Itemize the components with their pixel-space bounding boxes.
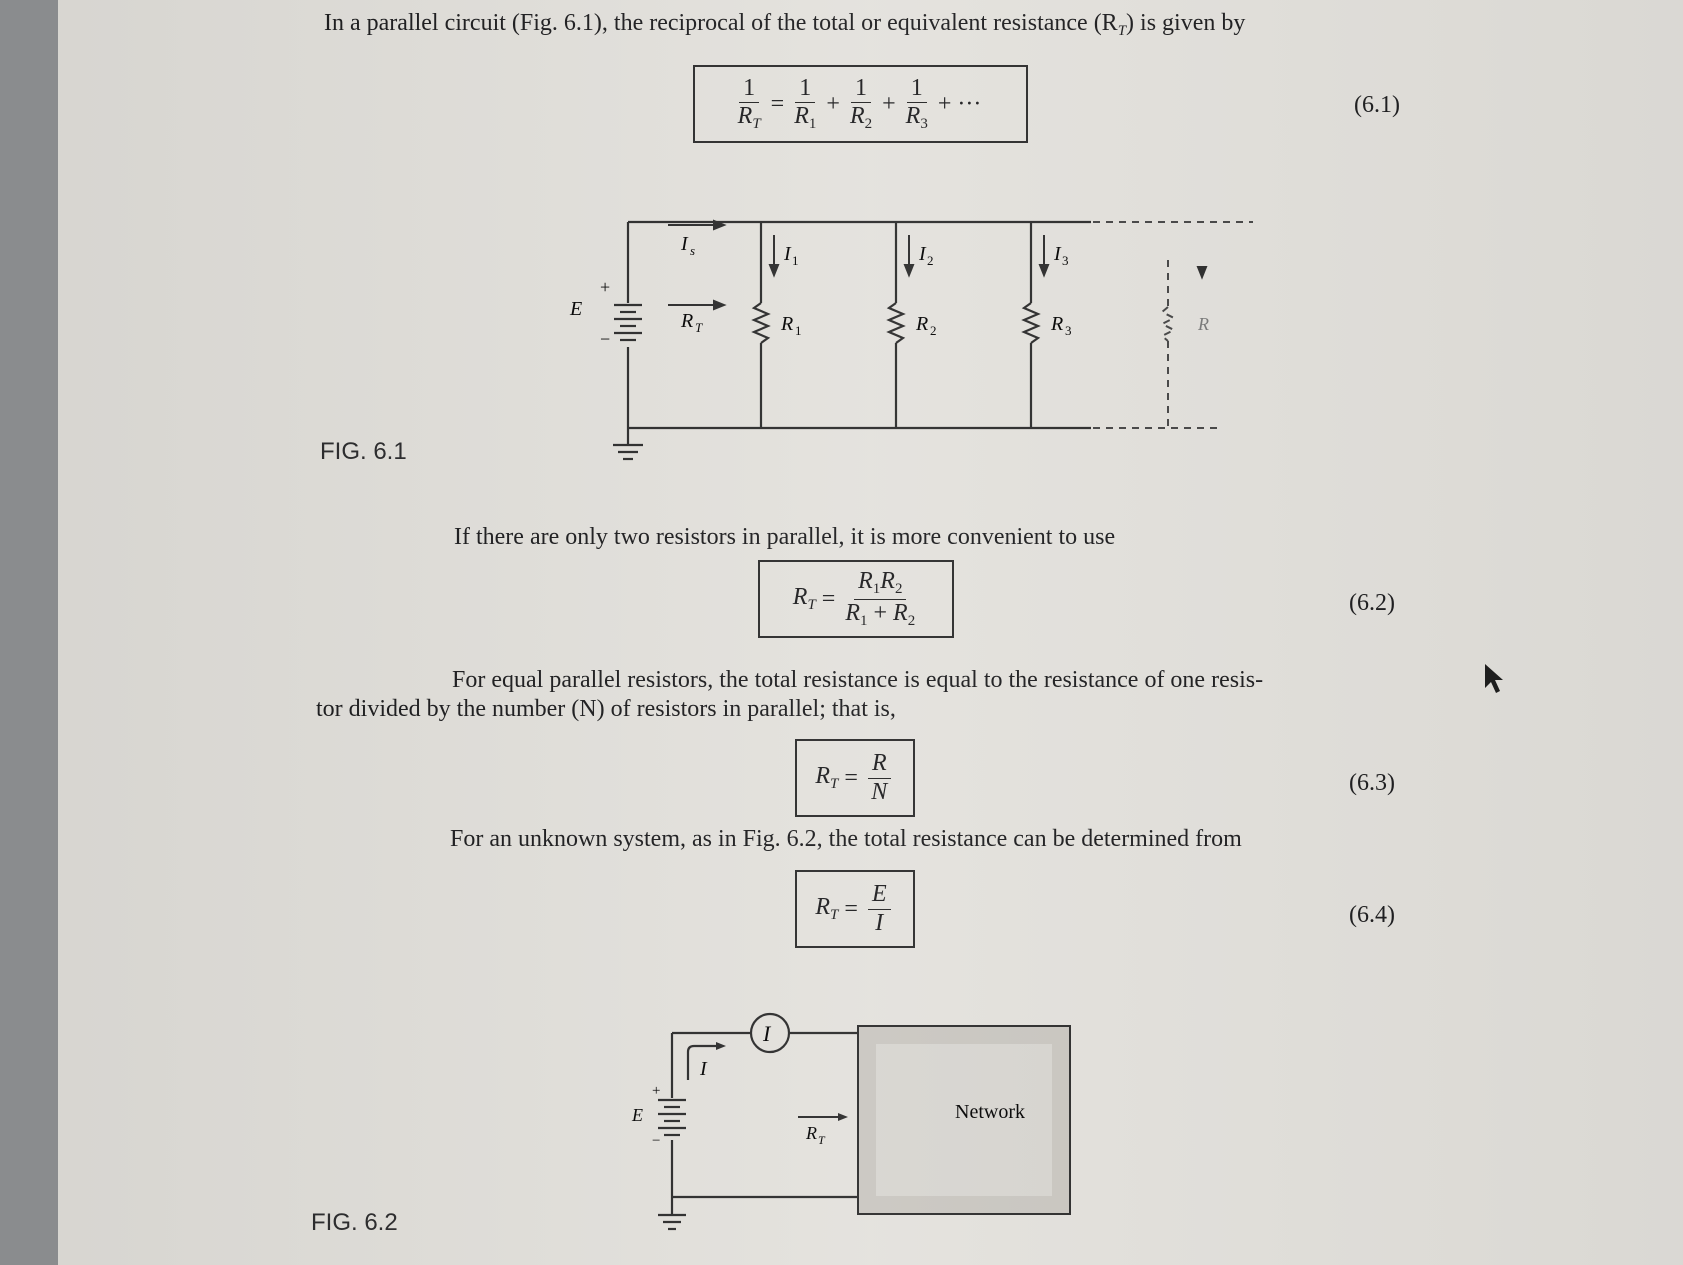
equals-sign: = xyxy=(844,895,858,922)
paragraph-unknown-system: For an unknown system, as in Fig. 6.2, t… xyxy=(450,826,1242,852)
figure-6-2-network-circuit: I I E + − R T Network xyxy=(631,1012,1071,1231)
label-rt-sub: T xyxy=(695,320,703,335)
label-i2: I xyxy=(918,243,927,265)
arrow-rt xyxy=(713,299,727,311)
arrow-i xyxy=(716,1042,726,1050)
label-minus-fig2: − xyxy=(652,1133,660,1149)
label-r-dashed: R xyxy=(1197,314,1209,334)
label-i1-sub: 1 xyxy=(792,253,799,268)
label-rt-sub-fig2: T xyxy=(818,1133,826,1147)
plus-sign: + xyxy=(882,90,896,117)
equation-number-6-1: (6.1) xyxy=(1354,92,1400,118)
label-e: E xyxy=(569,298,582,320)
label-r1-sub: 1 xyxy=(795,323,802,338)
intro-paragraph: In a parallel circuit (Fig. 6.1), the re… xyxy=(324,10,1245,40)
label-rt-fig2: R xyxy=(805,1123,817,1143)
label-r2-sub: 2 xyxy=(930,323,937,338)
label-i3-sub: 3 xyxy=(1062,253,1069,268)
arrow-i2 xyxy=(903,264,915,278)
label-plus: + xyxy=(600,277,610,297)
label-r2: R xyxy=(915,313,928,335)
plus-sign: + xyxy=(826,90,840,117)
equation-number-6-2: (6.2) xyxy=(1349,590,1395,616)
arrow-i1 xyxy=(768,264,780,278)
label-i1: I xyxy=(783,243,792,265)
ammeter-circle xyxy=(749,1012,791,1054)
label-i2-sub: 2 xyxy=(927,253,934,268)
paragraph-two-resistors: If there are only two resistors in paral… xyxy=(454,524,1116,550)
ground-symbol xyxy=(613,443,643,461)
label-r3: R xyxy=(1050,313,1063,335)
arrow-is xyxy=(713,219,727,231)
label-minus: − xyxy=(600,329,610,349)
continuation-dots: + ··· xyxy=(937,90,982,117)
equals-sign: = xyxy=(844,764,858,791)
ammeter-label: I xyxy=(762,1021,772,1046)
battery-e-symbol-fig2 xyxy=(658,1098,686,1137)
figure-6-2-caption: FIG. 6.2 xyxy=(311,1209,398,1236)
arrow-i3 xyxy=(1038,264,1050,278)
label-is-sub: s xyxy=(690,243,695,258)
eq2-lhs: RT xyxy=(792,584,816,613)
equation-number-6-4: (6.4) xyxy=(1349,902,1395,928)
ground-symbol-fig2 xyxy=(658,1213,686,1231)
resistor-r2-zigzag xyxy=(886,302,906,344)
frac-product-over-sum: R1R2 R1 + R2 xyxy=(845,567,916,629)
label-plus-fig2: + xyxy=(652,1083,660,1099)
label-rt: R xyxy=(680,310,693,332)
paragraph-equal-resistors-line2: tor divided by the number (N) of resisto… xyxy=(316,696,896,722)
label-i-fig2: I xyxy=(699,1058,708,1080)
eq4-lhs: RT xyxy=(815,894,839,923)
label-is: I xyxy=(680,233,689,255)
equation-6-2-box: RT = R1R2 R1 + R2 xyxy=(758,560,954,638)
paragraph-equal-resistors-line1: For equal parallel resistors, the total … xyxy=(452,667,1264,693)
intro-text: In a parallel circuit (Fig. 6.1), the re… xyxy=(324,10,1118,36)
textbook-page: In a parallel circuit (Fig. 6.1), the re… xyxy=(58,0,1683,1265)
arrow-i-dashed xyxy=(1196,266,1208,280)
equals-sign: = xyxy=(770,90,785,117)
equation-number-6-3: (6.3) xyxy=(1349,770,1395,796)
intro-end: ) is given by xyxy=(1126,10,1246,36)
resistor-r-dashed-zigzag xyxy=(1159,306,1177,342)
battery-e-symbol xyxy=(614,303,642,342)
figure-6-1-parallel-circuit: E + − I s R T I 1 I 2 I 3 R 1 R 2 R 3 R xyxy=(569,219,1253,461)
arrow-rt-fig2 xyxy=(838,1113,848,1121)
resistor-r1-zigzag xyxy=(751,302,771,344)
figure-6-1-caption: FIG. 6.1 xyxy=(320,438,407,465)
label-r3-sub: 3 xyxy=(1065,323,1072,338)
label-i3: I xyxy=(1053,243,1062,265)
mouse-cursor-icon xyxy=(1485,664,1503,693)
network-label: Network xyxy=(955,1101,1025,1123)
resistor-r3-zigzag xyxy=(1021,302,1041,344)
eq3-lhs: RT xyxy=(815,763,839,792)
label-r1: R xyxy=(780,313,793,335)
label-e-fig2: E xyxy=(631,1105,643,1125)
equals-sign: = xyxy=(821,585,836,612)
intro-sub: T xyxy=(1117,23,1127,39)
